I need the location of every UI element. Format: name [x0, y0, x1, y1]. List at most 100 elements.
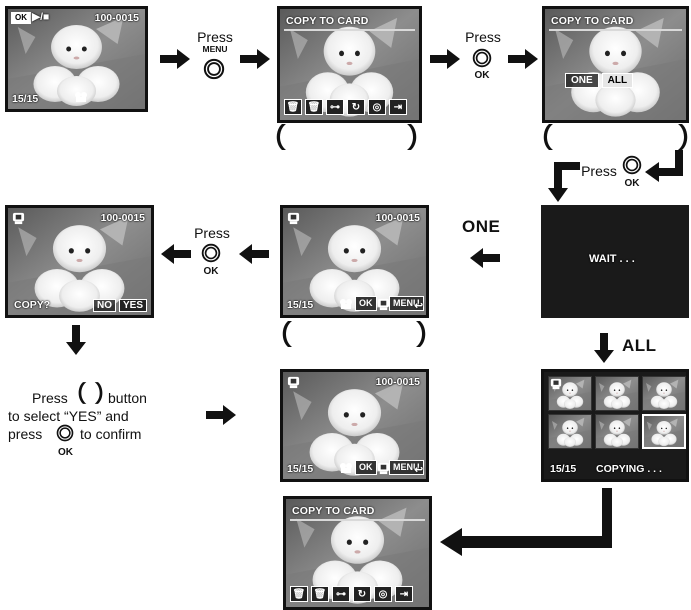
instruction-press2: press — [8, 426, 43, 442]
menu-text: MENU — [202, 44, 228, 54]
file-number: 100-0015 — [100, 212, 145, 224]
ok-button-icon — [622, 155, 642, 175]
instruction-line-3: press to confirm — [8, 425, 184, 443]
instruction-press: Press — [32, 390, 68, 406]
ok-text: OK — [624, 178, 640, 189]
dpof-icon[interactable]: ◎ — [374, 586, 392, 602]
thumbnail-grid — [548, 376, 686, 449]
wait-text: WAIT . . . — [589, 253, 635, 265]
menu-title-bar: COPY TO CARD — [549, 13, 682, 31]
file-number: 100-0015 — [375, 212, 420, 224]
thumbnail — [595, 414, 639, 449]
option-one[interactable]: ONE — [565, 73, 599, 88]
arrow-down-icon — [594, 332, 614, 364]
option-no[interactable]: NO — [92, 299, 116, 312]
menu-badge: MENU — [389, 460, 424, 475]
option-yes[interactable]: YES — [118, 299, 147, 312]
delete-one-icon[interactable]: 🗑 — [290, 586, 308, 602]
movie-icon — [339, 462, 353, 474]
movie-icon — [74, 91, 88, 103]
press-menu-label: Press MENU — [193, 30, 237, 54]
ok-badge: OK — [355, 296, 377, 311]
ok-text: OK — [58, 447, 73, 458]
ok-badge: OK — [355, 460, 377, 475]
elbow-arrow-icon — [645, 150, 683, 182]
arrow-right-icon — [206, 405, 236, 425]
rotate-icon[interactable]: ↻ — [347, 99, 365, 115]
play-pause-icon: ▶/■ — [32, 11, 50, 23]
thumbnail-selected — [642, 414, 686, 449]
protect-key-icon[interactable]: ⊶ — [326, 99, 344, 115]
thumbnail — [548, 414, 592, 449]
right-bracket-icon — [676, 124, 688, 150]
elbow-arrow-icon — [440, 488, 612, 556]
protect-icon — [287, 212, 300, 225]
press-text: Press — [197, 29, 233, 45]
protect-key-icon[interactable]: ⊶ — [332, 586, 350, 602]
rotate-icon[interactable]: ↻ — [353, 586, 371, 602]
press-label: Press — [465, 29, 501, 45]
image-count: 15/15 — [550, 463, 577, 475]
right-bracket-icon — [414, 321, 426, 347]
copy-question: COPY? — [14, 299, 51, 311]
arrow-right-icon — [160, 49, 190, 69]
copying-status: COPYING . . . — [596, 463, 662, 475]
right-bracket-icon — [405, 124, 417, 150]
image-count: 15/15 — [12, 93, 39, 105]
delete-all-icon[interactable]: 🗑 — [305, 99, 323, 115]
yes-no-dialog: NO YES — [92, 299, 147, 312]
instruction-button: button — [108, 390, 147, 406]
instruction-line-2: to select “YES” and — [8, 408, 129, 424]
screen-copy-to-card-final: COPY TO CARD 🗑 🗑 ⊶ ↻ ◎ ⇥ — [283, 496, 432, 610]
press-label: Press — [581, 163, 617, 179]
arrow-right-icon — [430, 49, 460, 69]
one-all-dialog: ONE ALL — [565, 73, 634, 88]
menu-icon-bar: 🗑 🗑 ⊶ ↻ ◎ ⇥ — [290, 586, 413, 602]
screen-wait: WAIT . . . — [541, 205, 689, 318]
left-bracket-icon — [543, 124, 555, 150]
delete-all-icon[interactable]: 🗑 — [311, 586, 329, 602]
ok-text: OK — [203, 266, 219, 277]
ok-text: OK — [474, 70, 490, 81]
instruction-block: Press button to select “YES” and press t… — [8, 389, 184, 458]
copy-card-icon[interactable]: ⇥ — [395, 586, 413, 602]
screen-playback-1: OK ▶/■ 100-0015 15/15 — [5, 6, 148, 112]
protect-icon — [12, 212, 25, 225]
screen-playback-one: 100-0015 15/15 OK MENU ↩ — [280, 205, 429, 318]
ok-button-icon — [56, 424, 74, 442]
menu-title: COPY TO CARD — [292, 505, 375, 517]
menu-title: COPY TO CARD — [286, 15, 369, 27]
thumbnail — [595, 376, 639, 411]
protect-icon — [287, 376, 300, 389]
instruction-confirm: to confirm — [80, 426, 142, 442]
screen-copy-confirm: 100-0015 COPY? NO YES — [5, 205, 154, 318]
thumbnail — [642, 376, 686, 411]
menu-button-icon — [203, 58, 225, 80]
arrow-left-icon — [238, 244, 270, 264]
delete-one-icon[interactable]: 🗑 — [284, 99, 302, 115]
screen-one-all-select: COPY TO CARD ONE ALL — [542, 6, 689, 123]
dpof-icon[interactable]: ◎ — [368, 99, 386, 115]
one-label: ONE — [462, 217, 501, 236]
arrow-left-icon — [470, 248, 500, 268]
ok-button-icon — [201, 243, 221, 263]
arrow-right-icon — [240, 49, 270, 69]
arrow-right-icon — [508, 49, 538, 69]
copy-card-icon[interactable]: ⇥ — [389, 99, 407, 115]
option-all[interactable]: ALL — [601, 73, 634, 88]
movie-icon — [339, 298, 353, 310]
left-bracket-icon — [282, 321, 294, 347]
arrow-down-icon — [66, 324, 86, 356]
menu-title: COPY TO CARD — [551, 15, 634, 27]
image-count: 15/15 — [287, 299, 314, 311]
press-label: Press — [194, 225, 230, 241]
menu-badge: MENU — [389, 296, 424, 311]
file-number: 100-0015 — [94, 12, 139, 24]
image-count: 15/15 — [287, 463, 314, 475]
screen-copying-thumbnails: 15/15 COPYING . . . — [541, 369, 689, 482]
menu-title-bar: COPY TO CARD — [290, 503, 425, 521]
screen-playback-copied: 100-0015 15/15 OK MENU ↩ — [280, 369, 429, 482]
menu-title-bar: COPY TO CARD — [284, 13, 415, 31]
return-icon: ↩ — [414, 464, 423, 476]
left-bracket-icon — [78, 382, 88, 404]
